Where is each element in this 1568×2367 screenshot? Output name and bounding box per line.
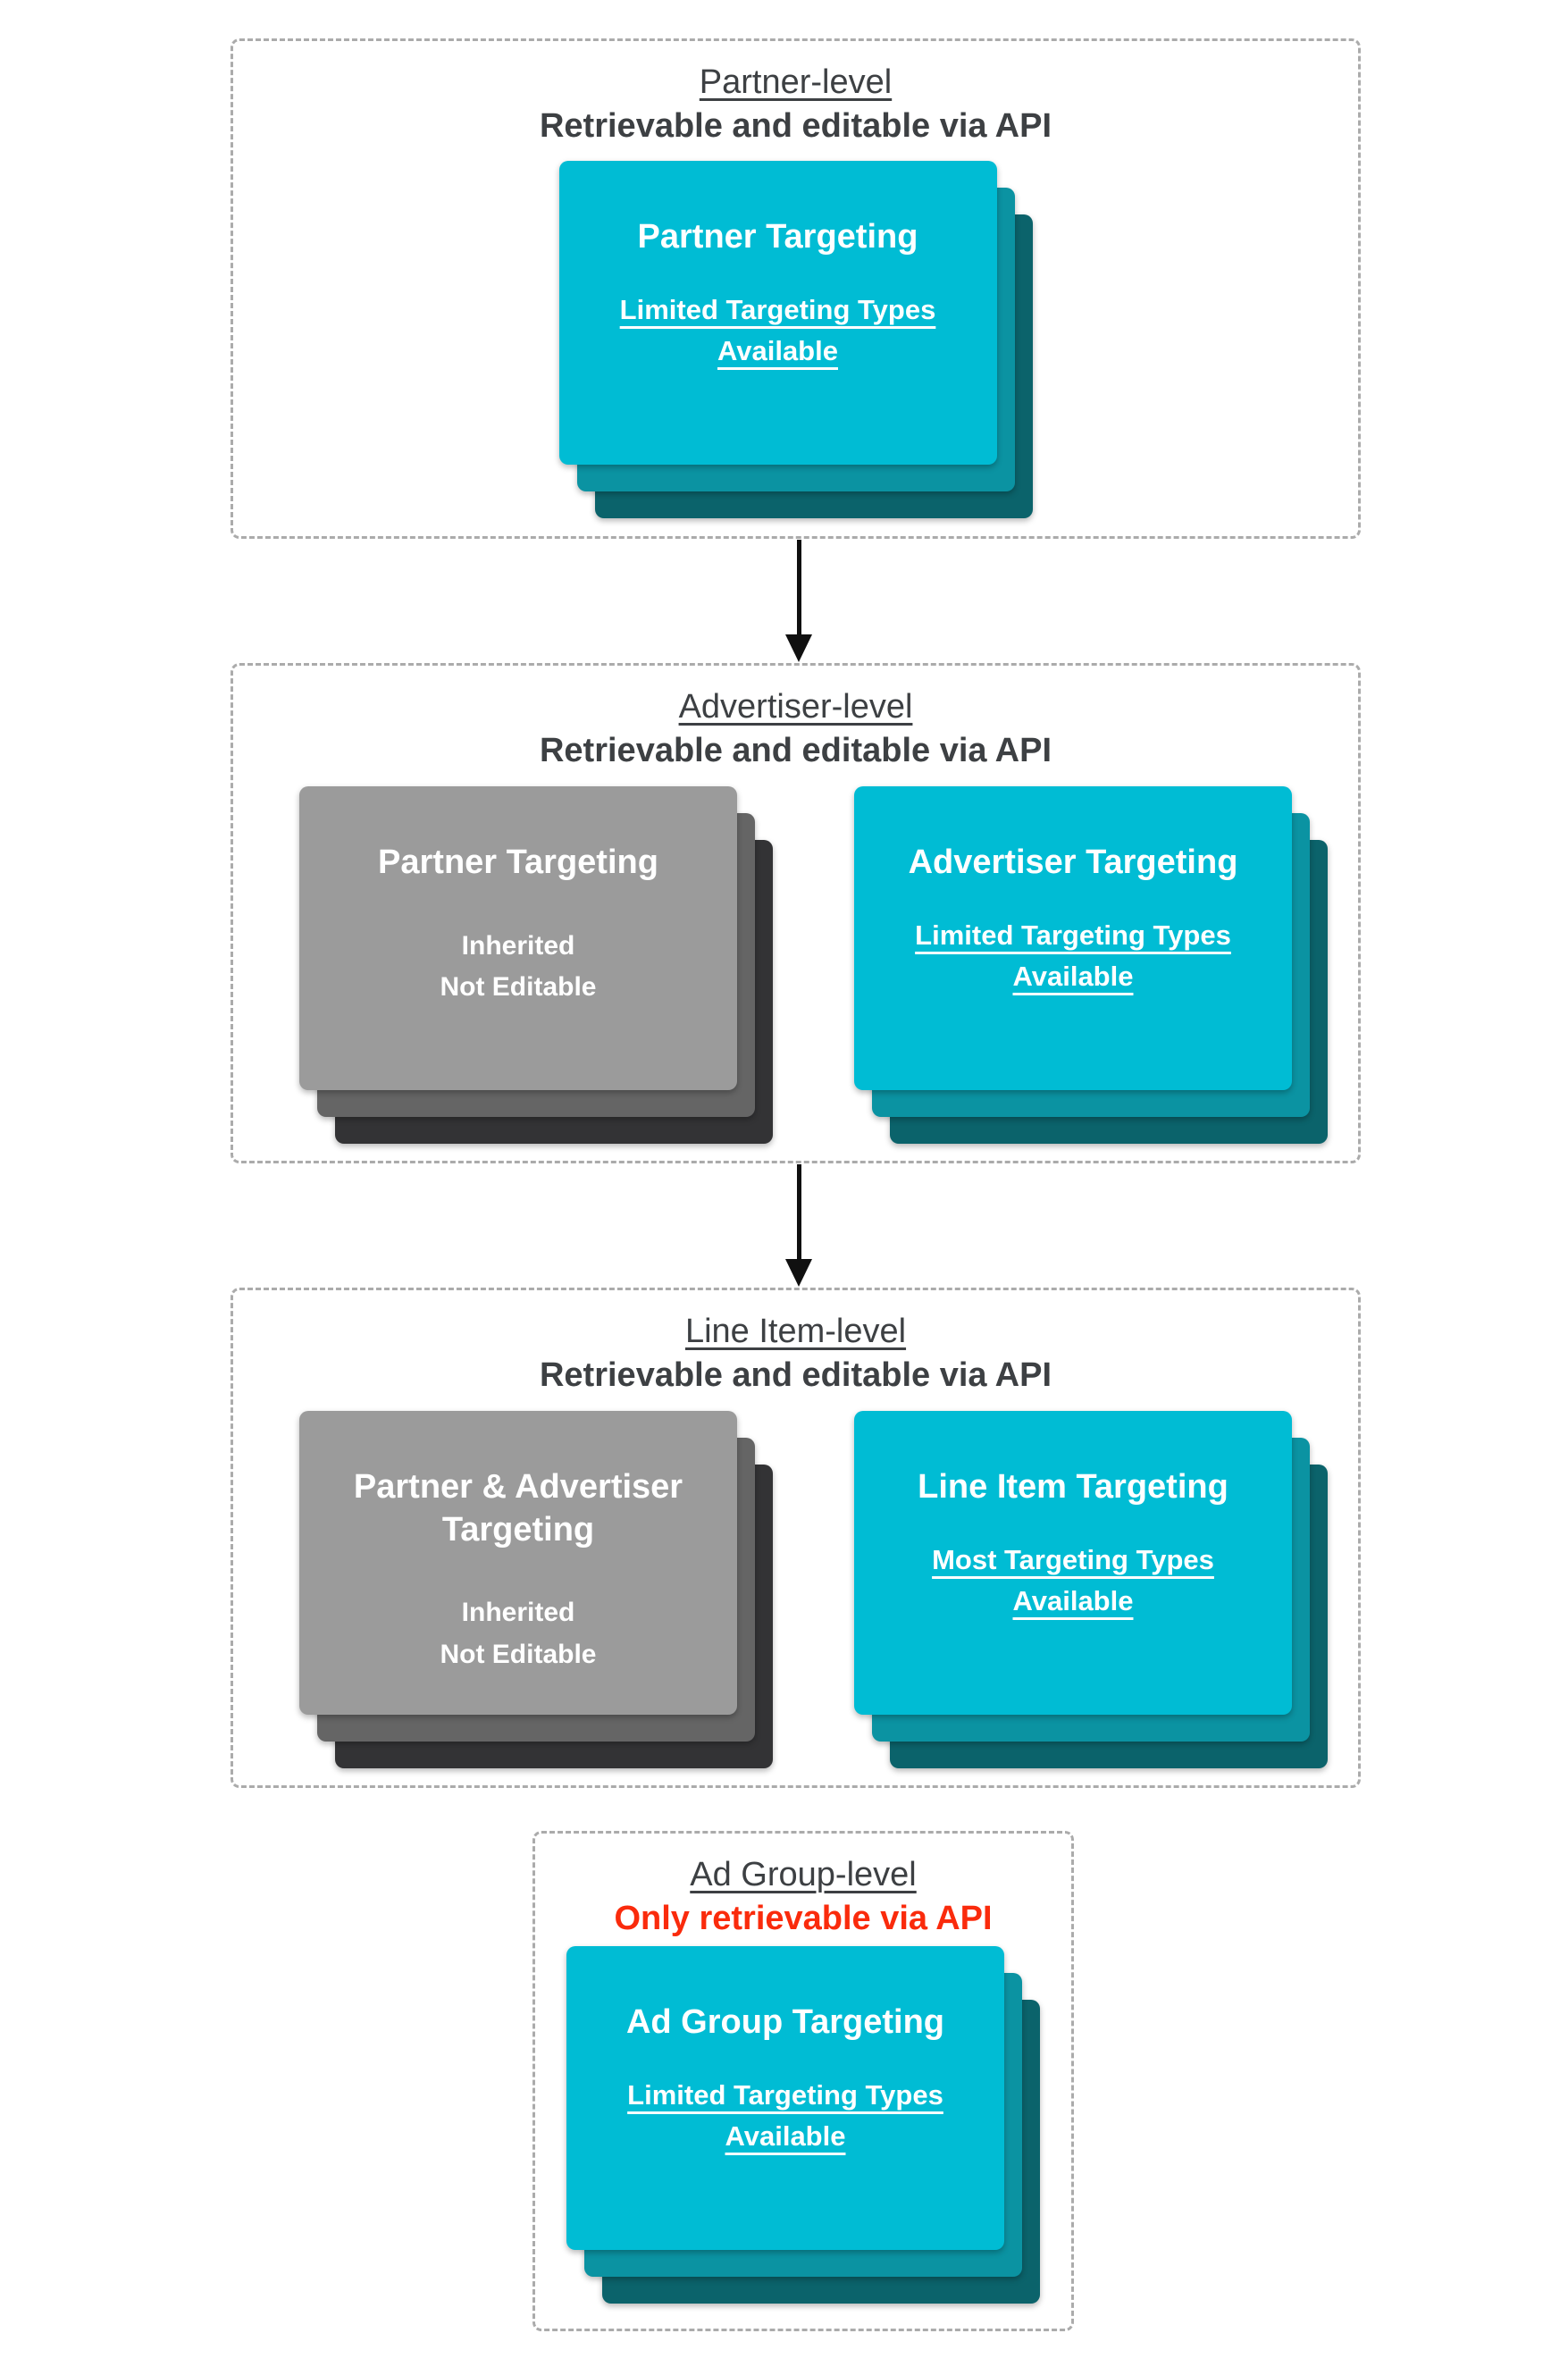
card-subtitle: Limited Targeting Types Available: [577, 290, 979, 373]
arrow-shaft: [796, 540, 801, 634]
section-api-note: Only retrievable via API: [614, 1900, 993, 1938]
section-api-note: Retrievable and editable via API: [539, 1356, 1052, 1395]
section-title: Partner-level: [699, 63, 893, 101]
arrow-head-icon: [785, 634, 812, 662]
card-inherited-partner-targeting: Partner Targeting Inherited Not Editable: [299, 786, 737, 1091]
card-subtitle-line2: Available: [717, 335, 838, 367]
card-subtitle-line1: Limited Targeting Types: [915, 919, 1231, 951]
section-advertiser-level: Advertiser-level Retrievable and editabl…: [231, 663, 1361, 1163]
card-subtitle-line1: Limited Targeting Types: [627, 2078, 943, 2111]
card-subtitle: Most Targeting Types Available: [872, 1540, 1274, 1623]
card-subtitle: Limited Targeting Types Available: [872, 915, 1274, 998]
card-subtitle-line1: Limited Targeting Types: [619, 293, 936, 325]
card-stack-inherited-partner-targeting: Partner Targeting Inherited Not Editable: [299, 786, 773, 1145]
card-title: Advertiser Targeting: [908, 844, 1238, 882]
card-subtitle-line2: Available: [725, 2120, 846, 2153]
card-stack-ad-group-targeting: Ad Group Targeting Limited Targeting Typ…: [566, 1946, 1040, 2304]
card-stack-partner-targeting: Partner Targeting Limited Targeting Type…: [558, 161, 1033, 519]
section-title: Line Item-level: [684, 1313, 907, 1350]
card-subtitle: Limited Targeting Types Available: [584, 2075, 986, 2158]
flow-arrow-advertiser-to-lineitem: [784, 1164, 813, 1287]
section-header: Partner-level Retrievable and editable v…: [233, 41, 1358, 148]
card-partner-targeting: Partner Targeting Limited Targeting Type…: [558, 161, 997, 466]
section-header: Advertiser-level Retrievable and editabl…: [233, 666, 1358, 773]
card-title: Ad Group Targeting: [625, 2003, 945, 2042]
card-stack-line-item-targeting: Line Item Targeting Most Targeting Types…: [854, 1411, 1328, 1769]
section-api-note: Retrievable and editable via API: [539, 732, 1052, 770]
card-subtitle-line2: Not Editable: [440, 1639, 597, 1669]
section-header: Line Item-level Retrievable and editable…: [233, 1290, 1358, 1398]
card-subtitle-line1: Inherited: [461, 1598, 575, 1628]
arrow-shaft: [796, 1164, 801, 1259]
card-subtitle-line1: Most Targeting Types: [932, 1543, 1214, 1575]
section-ad-group-level: Ad Group-level Only retrievable via API …: [532, 1831, 1074, 2331]
section-partner-level: Partner-level Retrievable and editable v…: [231, 38, 1361, 539]
card-subtitle: Inherited Not Editable: [317, 1592, 719, 1675]
section-title: Ad Group-level: [690, 1856, 917, 1893]
card-subtitle-line2: Available: [1012, 961, 1134, 993]
section-api-note: Retrievable and editable via API: [539, 107, 1052, 146]
card-stack-inherited-partner-advertiser-targeting: Partner & Advertiser Targeting Inherited…: [299, 1411, 773, 1769]
card-title: Partner Targeting: [378, 844, 658, 882]
card-title: Partner Targeting: [637, 218, 918, 256]
card-title: Partner & Advertiser Targeting: [353, 1468, 683, 1549]
card-subtitle-line2: Available: [1012, 1585, 1134, 1617]
card-subtitle: Inherited Not Editable: [317, 926, 719, 1009]
section-header: Ad Group-level Only retrievable via API: [535, 1834, 1071, 1941]
card-ad-group-targeting: Ad Group Targeting Limited Targeting Typ…: [566, 1946, 1004, 2251]
card-line-item-targeting: Line Item Targeting Most Targeting Types…: [854, 1411, 1292, 1716]
arrow-head-icon: [785, 1259, 812, 1287]
section-title: Advertiser-level: [678, 688, 913, 726]
card-advertiser-targeting: Advertiser Targeting Limited Targeting T…: [854, 786, 1292, 1091]
card-subtitle-line1: Inherited: [461, 930, 575, 961]
card-title: Line Item Targeting: [918, 1468, 1228, 1507]
section-line-item-level: Line Item-level Retrievable and editable…: [231, 1288, 1361, 1788]
card-inherited-partner-advertiser-targeting: Partner & Advertiser Targeting Inherited…: [299, 1411, 737, 1716]
card-subtitle-line2: Not Editable: [440, 972, 597, 1003]
card-stack-advertiser-targeting: Advertiser Targeting Limited Targeting T…: [854, 786, 1328, 1145]
flow-arrow-partner-to-advertiser: [784, 540, 813, 662]
